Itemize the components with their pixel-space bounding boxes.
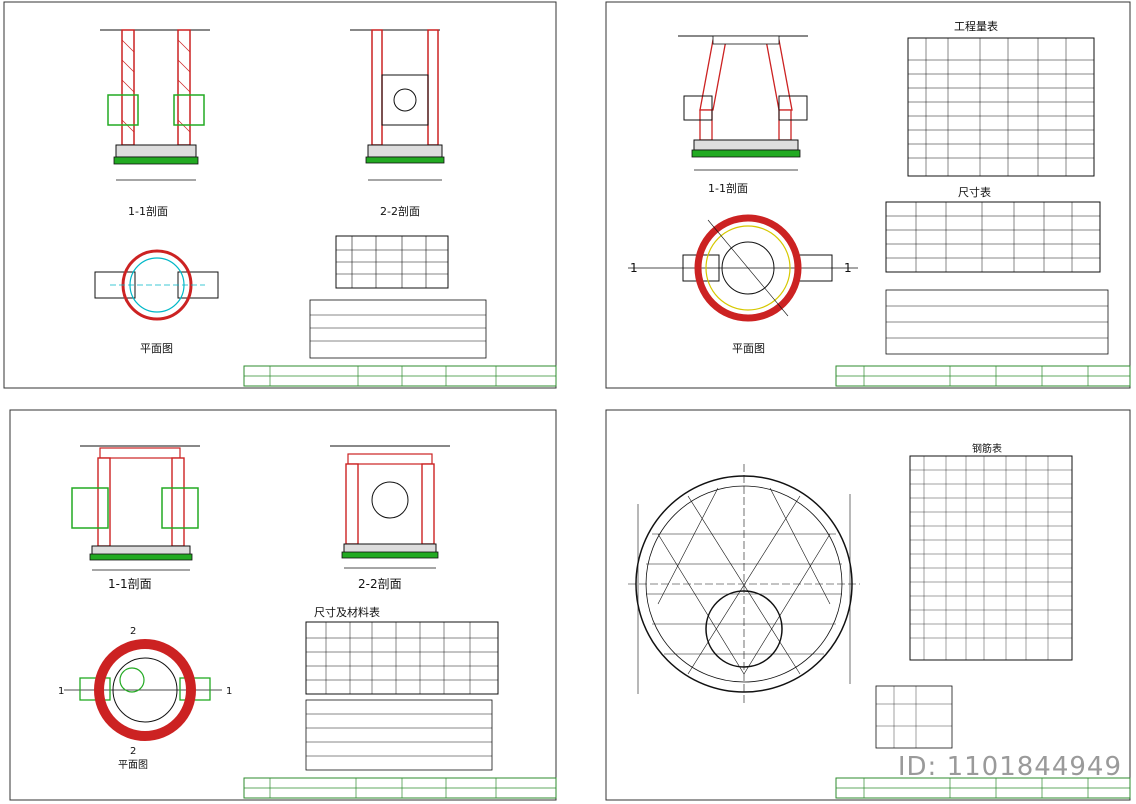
s2-table2-title: 尺寸表 <box>958 185 991 199</box>
s3-cut-1-left: 1 <box>58 686 64 697</box>
s3-label-22: 2-2剖面 <box>358 577 402 591</box>
s3-table-title: 尺寸及材料表 <box>314 605 380 619</box>
s3-cut-2-top: 2 <box>130 626 136 637</box>
s3-cut-2-bottom: 2 <box>130 746 136 757</box>
s3-label-plan: 平面图 <box>118 759 148 771</box>
s2-table1-title: 工程量表 <box>954 19 998 33</box>
s3-cut-1-right: 1 <box>226 686 232 697</box>
s2-label-11: 1-1剖面 <box>708 181 748 195</box>
sheet-4: 钢筋表 <box>568 404 1136 804</box>
sheet-3: 1-1剖面 2-2剖面 2 2 1 1 平面图 尺寸及材料表 <box>0 404 560 804</box>
s2-cut-left: 1 <box>630 261 638 275</box>
s3-label-11: 1-1剖面 <box>108 577 152 591</box>
sheet-1: 1-1剖面 2-2剖面 平面图 <box>0 0 560 396</box>
sheet-2: 1-1剖面 1 1 平面图 工程量表 尺寸表 <box>568 0 1136 396</box>
s2-label-plan: 平面图 <box>732 342 765 355</box>
s1-label-11: 1-1剖面 <box>128 204 168 218</box>
s4-table-title: 钢筋表 <box>972 442 1002 455</box>
s1-label-plan: 平面图 <box>140 342 173 355</box>
s2-cut-right: 1 <box>844 261 852 275</box>
watermark-id: ID: 1101844949 <box>897 752 1122 782</box>
s1-label-22: 2-2剖面 <box>380 204 420 218</box>
